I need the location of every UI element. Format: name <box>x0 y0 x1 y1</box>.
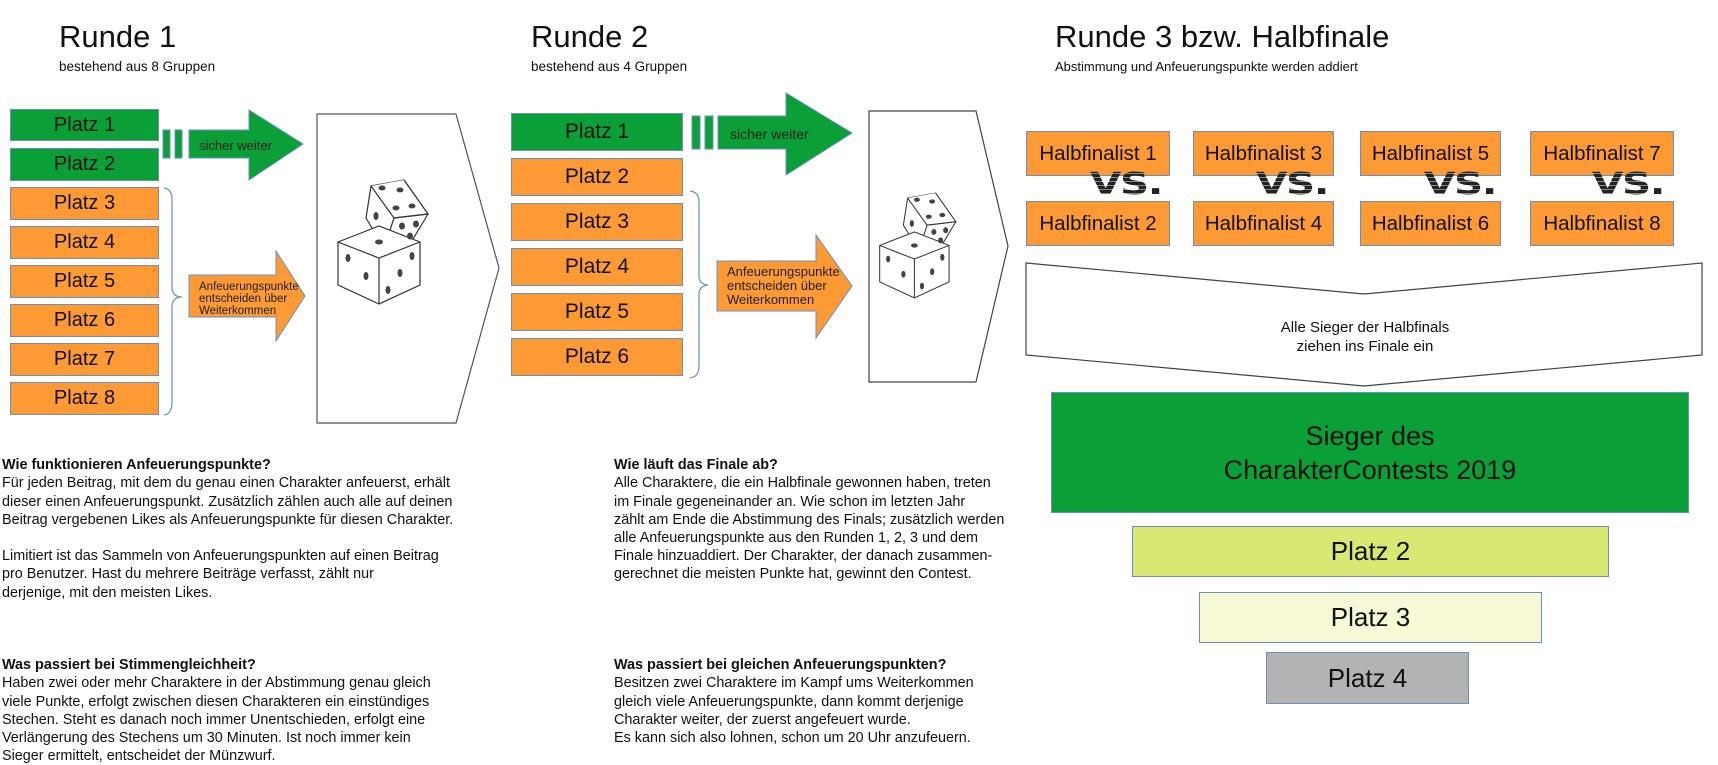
round2-place-6: Platz 6 <box>511 338 683 376</box>
faq-2-question: Was passiert bei Stimmengleichheit? <box>2 657 256 674</box>
round2-title: Runde 2 <box>531 19 649 54</box>
round2-advance-label: sicher weiter <box>730 126 809 142</box>
vs-label-4: VS. <box>1592 167 1665 202</box>
round2-place-3: Platz 3 <box>511 203 683 241</box>
round2-subtitle: bestehend aus 4 Gruppen <box>531 59 688 74</box>
semifinalist-7: Halbfinalist 7 <box>1530 131 1674 176</box>
semifinalist-2: Halbfinalist 2 <box>1026 201 1170 246</box>
podium-third: Platz 3 <box>1199 592 1542 643</box>
round1-place-5: Platz 5 <box>10 265 159 298</box>
round1-place-4: Platz 4 <box>10 226 159 259</box>
semifinalist-3: Halbfinalist 3 <box>1193 131 1334 176</box>
semifinalist-5: Halbfinalist 5 <box>1360 131 1501 176</box>
round1-cheer-arrow <box>188 249 306 343</box>
round1-advance-label: sicher weiter <box>199 138 272 153</box>
round2-advance-arrow <box>691 92 853 176</box>
round1-brace <box>163 187 183 416</box>
faq-1: Wie funktionieren Anfeuerungspunkte?Für … <box>2 438 522 602</box>
vs-label-1: VS. <box>1090 167 1163 202</box>
round2-brace <box>689 190 709 379</box>
semifinalist-4: Halbfinalist 4 <box>1193 201 1334 246</box>
round1-subtitle: bestehend aus 8 Gruppen <box>59 59 216 74</box>
round2-place-5: Platz 5 <box>511 293 683 331</box>
round1-advance-arrow <box>162 109 304 181</box>
round2-place-2: Platz 2 <box>511 158 683 196</box>
round2-place-4: Platz 4 <box>511 248 683 286</box>
round2-cheer-label: Anfeuerungspunkte entscheiden über Weite… <box>727 264 840 307</box>
faq-2: Was passiert bei Stimmengleichheit?Haben… <box>2 638 522 765</box>
finals-chevron <box>1025 262 1703 387</box>
round1-place-8: Platz 8 <box>10 382 159 415</box>
round3-title: Runde 3 bzw. Halbfinale <box>1055 19 1390 54</box>
round2-cheer-arrow <box>716 233 853 340</box>
vs-label-2: VS. <box>1256 167 1329 202</box>
round1-place-6: Platz 6 <box>10 304 159 337</box>
faq-4-answer: Besitzen zwei Charaktere im Kampf ums We… <box>614 675 974 747</box>
faq-1-question: Wie funktionieren Anfeuerungspunkte? <box>2 457 271 474</box>
faq-1-answer: Für jeden Beitrag, mit dem du genau eine… <box>2 475 454 601</box>
round1-place-3: Platz 3 <box>10 187 159 220</box>
faq-4-question: Was passiert bei gleichen Anfeuerungspun… <box>614 657 947 674</box>
semifinalist-6: Halbfinalist 6 <box>1360 201 1501 246</box>
vs-label-3: VS. <box>1424 167 1497 202</box>
semifinalist-1: Halbfinalist 1 <box>1026 131 1170 176</box>
round1-dice-icon <box>337 179 430 305</box>
finals-chevron-text: Alle Sieger der Halbfinals ziehen ins Fi… <box>1280 319 1450 355</box>
round2-place-1: Platz 1 <box>511 113 683 151</box>
round2-dice-icon <box>879 192 957 299</box>
faq-3: Wie läuft das Finale ab?Alle Charaktere,… <box>614 438 1074 584</box>
winner-box: Sieger des CharakterContests 2019 <box>1051 392 1689 513</box>
faq-2-answer: Haben zwei oder mehr Charaktere in der A… <box>2 675 431 765</box>
round1-place-2: Platz 2 <box>10 148 159 181</box>
round1-place-1: Platz 1 <box>10 109 159 141</box>
round1-place-7: Platz 7 <box>10 343 159 376</box>
faq-3-answer: Alle Charaktere, die ein Halbfinale gewo… <box>614 475 1005 583</box>
faq-3-question: Wie läuft das Finale ab? <box>614 457 778 474</box>
podium-second: Platz 2 <box>1132 526 1609 577</box>
podium-fourth: Platz 4 <box>1266 652 1469 704</box>
faq-4: Was passiert bei gleichen Anfeuerungspun… <box>614 638 1074 747</box>
round1-cheer-label: Anfeuerungspunkte entscheiden über Weite… <box>199 281 299 317</box>
round3-subtitle: Abstimmung und Anfeuerungspunkte werden … <box>1055 59 1358 74</box>
round1-title: Runde 1 <box>59 19 177 54</box>
semifinalist-8: Halbfinalist 8 <box>1530 201 1674 246</box>
